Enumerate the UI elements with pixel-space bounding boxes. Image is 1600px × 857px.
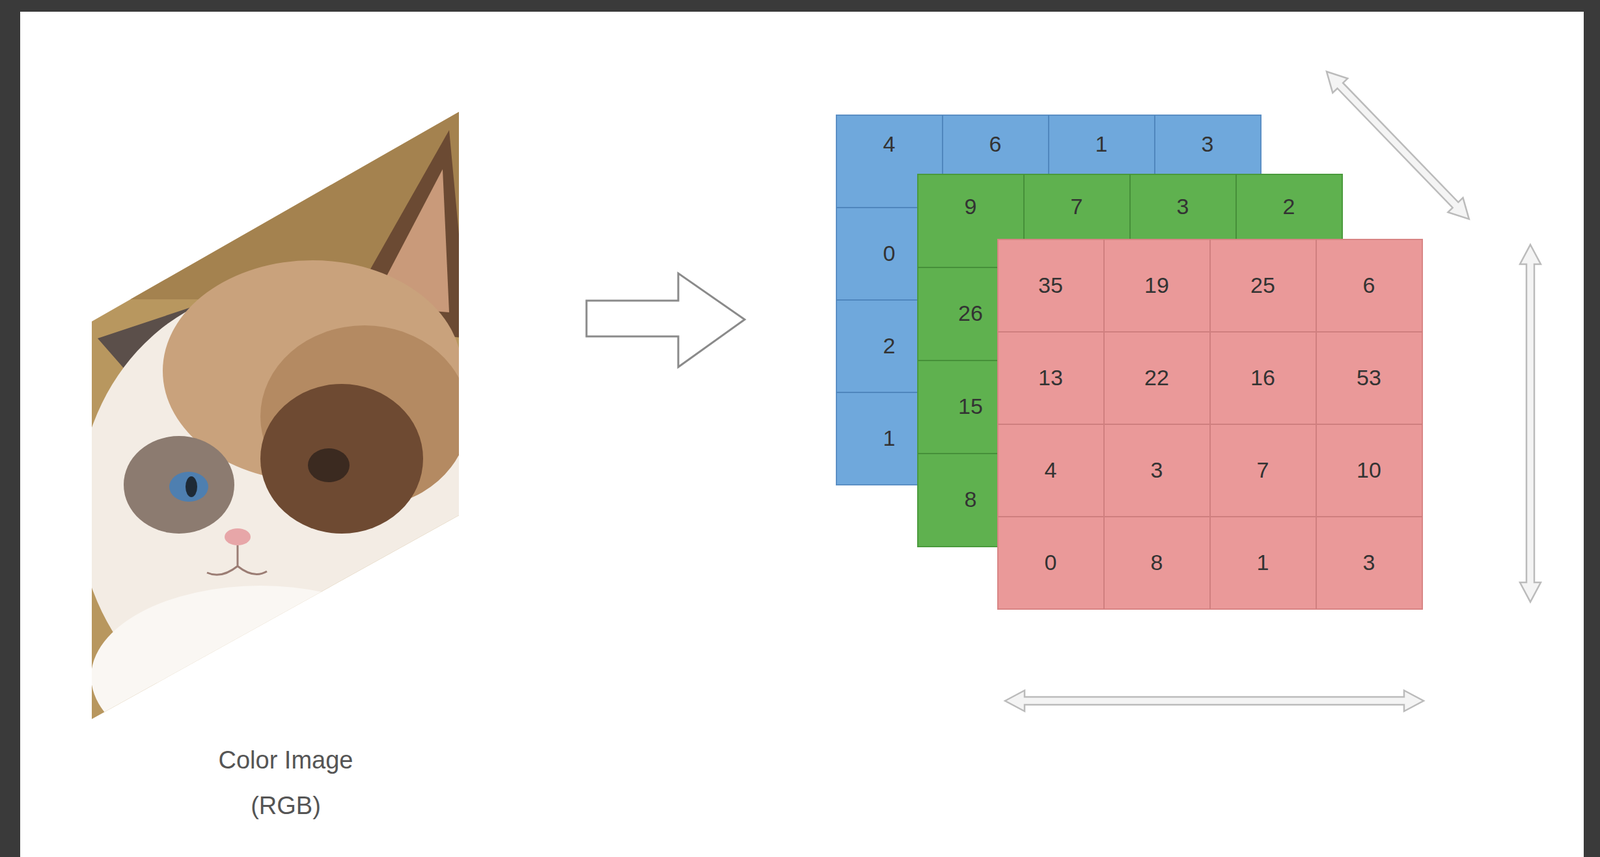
table-cell: 7: [1256, 458, 1270, 483]
table-cell: 1: [1256, 550, 1270, 575]
depth-double-arrow: [1318, 64, 1477, 227]
table-cell: 4: [883, 132, 896, 157]
table-cell: 1: [1095, 132, 1108, 157]
table-cell: 0: [883, 241, 896, 266]
width-double-arrow: [1005, 690, 1424, 712]
table-cell: 26: [958, 301, 983, 326]
table-cell: 25: [1250, 273, 1276, 298]
cat-photo: [78, 104, 482, 769]
table-cell: 6: [989, 132, 1002, 157]
table-cell: 3: [1150, 458, 1164, 483]
table-cell: 2: [1282, 194, 1296, 219]
table-cell: 10: [1356, 458, 1382, 483]
table-cell: 3: [1201, 132, 1214, 157]
table-cell: 16: [1250, 365, 1276, 390]
table-cell: 6: [1363, 273, 1376, 298]
table-cell: 3: [1176, 194, 1190, 219]
table-cell: 22: [1144, 365, 1170, 390]
table-cell: 4: [1044, 458, 1058, 483]
image-caption: Color Image (RGB): [207, 737, 364, 829]
table-cell: 15: [958, 394, 983, 419]
table-cell: 9: [964, 194, 978, 219]
table-cell: 13: [1038, 365, 1063, 390]
hollow-arrow: [586, 273, 745, 368]
table-cell: 19: [1144, 273, 1170, 298]
table-cell: 2: [883, 333, 896, 359]
red-channel-grid: [997, 239, 1423, 610]
height-double-arrow: [1519, 244, 1541, 603]
table-cell: 1: [883, 426, 896, 451]
table-cell: 8: [964, 487, 978, 512]
table-cell: 7: [1070, 194, 1084, 219]
table-cell: 35: [1038, 273, 1063, 298]
table-cell: 3: [1363, 550, 1376, 575]
table-cell: 8: [1150, 550, 1164, 575]
table-cell: 0: [1044, 550, 1058, 575]
table-cell: 53: [1356, 365, 1382, 390]
